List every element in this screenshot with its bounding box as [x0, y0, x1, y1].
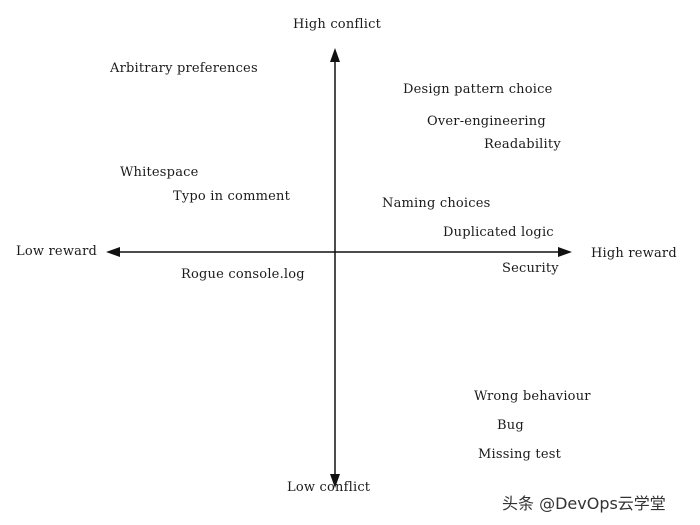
watermark: 头条 @DevOps云学堂 [502, 494, 666, 513]
item-arbitrary-preferences: Arbitrary preferences [110, 61, 258, 76]
item-rogue-console-log: Rogue console.log [181, 267, 305, 282]
axis-label-high-reward: High reward [591, 246, 677, 261]
item-security: Security [502, 261, 559, 276]
item-typo-in-comment: Typo in comment [173, 189, 291, 204]
arrow-down-icon [330, 474, 340, 488]
item-design-pattern-choice: Design pattern choice [403, 82, 553, 97]
axis-label-low-conflict: Low conflict [287, 480, 371, 495]
arrow-right-icon [558, 247, 572, 257]
item-naming-choices: Naming choices [382, 196, 491, 211]
arrow-left-icon [106, 247, 120, 257]
item-over-engineering: Over-engineering [427, 114, 546, 129]
item-bug: Bug [497, 418, 524, 433]
item-wrong-behaviour: Wrong behaviour [474, 389, 591, 404]
item-readability: Readability [484, 137, 561, 152]
item-missing-test: Missing test [478, 447, 562, 462]
item-whitespace: Whitespace [120, 165, 199, 180]
item-duplicated-logic: Duplicated logic [443, 225, 554, 240]
axis-label-low-reward: Low reward [16, 244, 98, 259]
arrow-up-icon [330, 48, 340, 62]
axis-label-high-conflict: High conflict [293, 17, 382, 32]
